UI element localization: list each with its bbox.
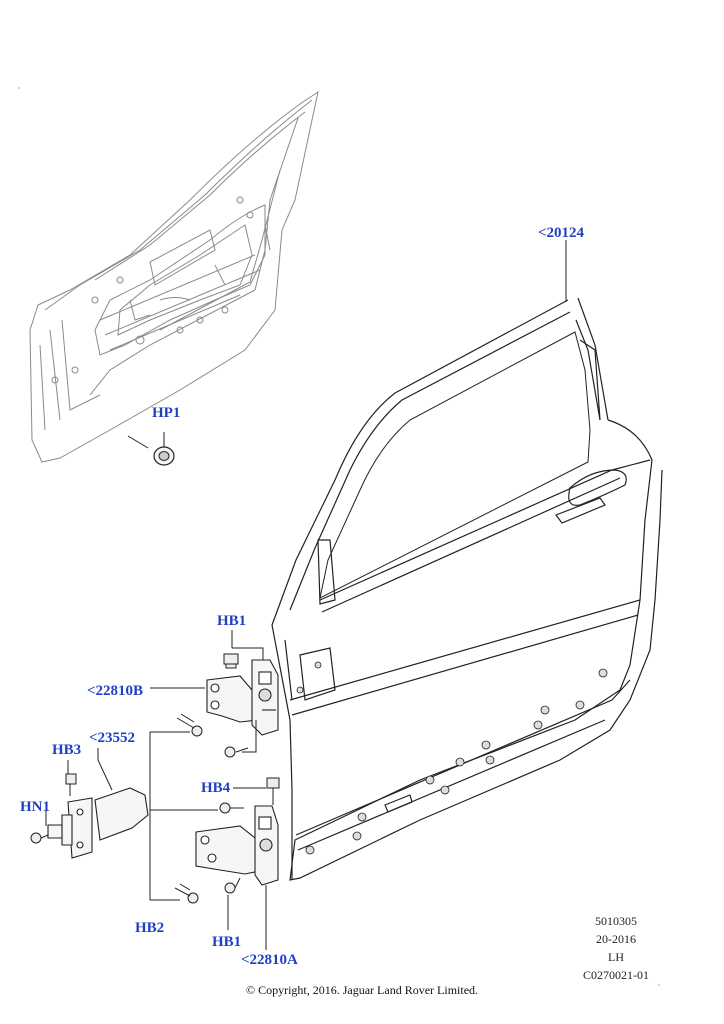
info-illustration-code: C0270021-01 — [583, 968, 649, 982]
check-strap-fasteners — [30, 773, 77, 844]
callout-hb4[interactable]: HB4 — [201, 780, 231, 796]
upper-hinge-bolts — [176, 653, 249, 758]
lower-hinge-leaders — [150, 787, 267, 950]
info-side: LH — [608, 950, 624, 964]
upper-hinge-22810b — [206, 659, 279, 736]
info-ref-number: 5010305 — [595, 914, 637, 928]
plug-hp1 — [153, 432, 175, 466]
callout-hb2[interactable]: HB2 — [135, 920, 165, 936]
callout-22810a[interactable]: <22810A — [241, 952, 298, 968]
check-strap-leaders — [45, 748, 113, 826]
callout-hb1-bottom[interactable]: HB1 — [212, 934, 242, 950]
copyright-notice: © Copyright, 2016. Jaguar Land Rover Lim… — [245, 983, 479, 997]
check-strap-23552 — [47, 787, 149, 859]
callout-hn1[interactable]: HN1 — [20, 799, 50, 815]
upper-hinge-leaders — [149, 630, 264, 901]
callout-23552[interactable]: <23552 — [89, 730, 136, 746]
outer-door-holes — [296, 661, 608, 855]
callout-hb3[interactable]: HB3 — [52, 742, 82, 758]
callout-hp1[interactable]: HP1 — [152, 405, 181, 421]
callout-22810b[interactable]: <22810B — [87, 683, 144, 699]
hp1-leader-line — [127, 435, 149, 449]
outer-door-panel — [271, 297, 663, 881]
inner-door-panel-ghost — [29, 90, 319, 463]
callout-hb1-top[interactable]: HB1 — [217, 613, 247, 629]
callout-20124[interactable]: <20124 — [538, 225, 585, 241]
info-date-code: 20-2016 — [596, 932, 636, 946]
lower-hinge-bolts — [174, 777, 280, 904]
lower-hinge-22810a — [195, 805, 279, 886]
